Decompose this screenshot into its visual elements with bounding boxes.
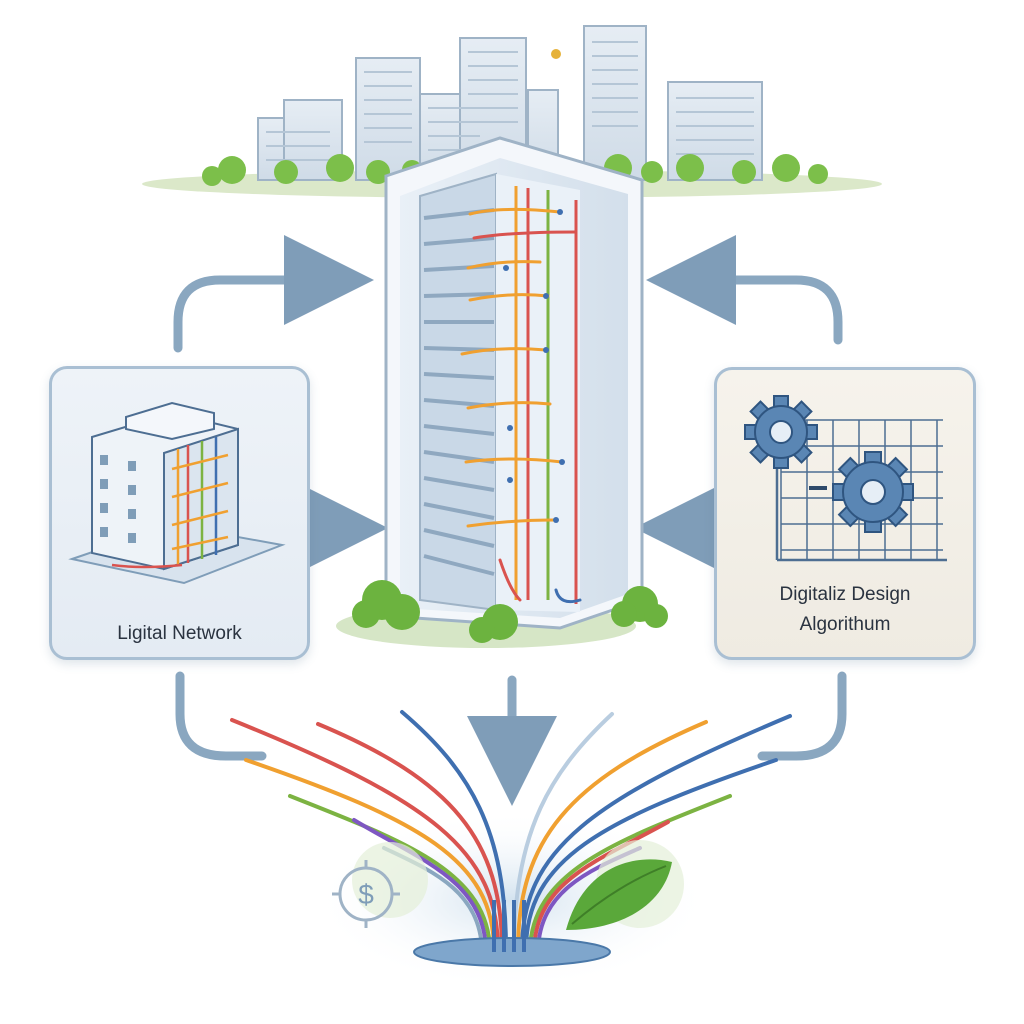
gears-grid-icon [744, 395, 947, 562]
isometric-building-network-icon [68, 401, 286, 585]
cutaway-tower [336, 136, 668, 648]
network-card: Ligital Network [49, 366, 310, 660]
design-card-label-line1: Digitaliz Design [779, 584, 911, 605]
dollar-coin-icon: $ [332, 842, 428, 928]
design-algorithm-card: Digitaliz Design Algorithum [714, 367, 976, 660]
gear-icon [832, 451, 914, 533]
svg-text:$: $ [358, 879, 374, 910]
leaf-icon [566, 840, 684, 930]
arrow-right-to-tower [646, 235, 843, 345]
flow-arrows [173, 235, 847, 806]
design-card-label-line2: Algorithum [799, 614, 891, 635]
arrow-right-down [757, 671, 847, 761]
arrow-left-to-tower [173, 235, 374, 353]
arrow-left-down [175, 671, 267, 761]
network-card-label: Ligital Network [117, 623, 242, 644]
gear-icon [744, 395, 818, 469]
